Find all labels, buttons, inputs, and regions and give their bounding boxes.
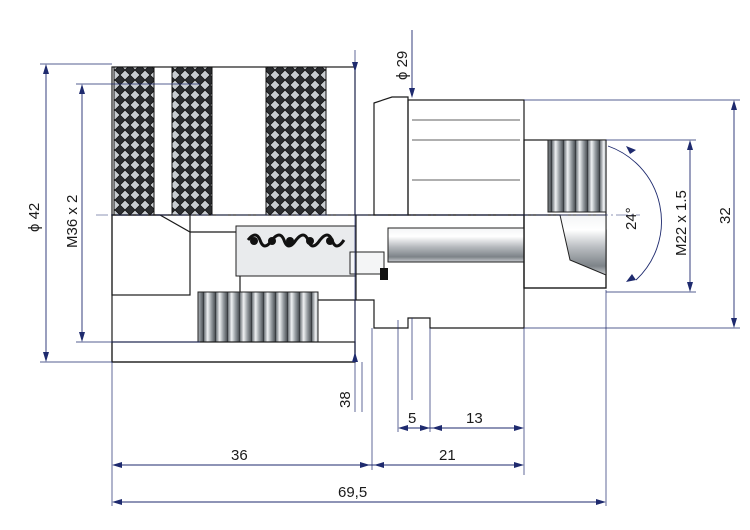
label-32: 32 — [717, 207, 734, 224]
label-phi29: ϕ 29 — [394, 51, 411, 80]
label-m36: M36 x 2 — [64, 195, 81, 248]
dim-phi42: ϕ 42 — [26, 63, 112, 363]
dim-m22: M22 x 1.5 — [606, 139, 696, 293]
knurl-band-3 — [265, 66, 327, 216]
dim-m36: M36 x 2 — [64, 83, 200, 343]
threaded-end — [523, 139, 607, 289]
label-m22: M22 x 1.5 — [673, 190, 690, 256]
internal-thread — [197, 291, 319, 343]
valve-body — [355, 96, 525, 329]
sleeve-upper — [111, 66, 356, 216]
spring-assembly — [235, 225, 388, 280]
dim-69-5: 69,5 — [112, 290, 607, 506]
knurl-band-1 — [113, 66, 155, 216]
label-phi42: ϕ 42 — [26, 203, 43, 232]
label-36: 36 — [231, 447, 248, 464]
dim-36-21: 36 21 — [111, 328, 524, 506]
label-69-5: 69,5 — [338, 484, 367, 501]
label-angle24: 24° — [623, 207, 640, 230]
sleeve-section — [111, 214, 356, 363]
dim-38: 38 — [337, 50, 363, 412]
dim-5-13: 5 13 — [397, 320, 525, 475]
knurl-band-2 — [171, 66, 213, 216]
label-5: 5 — [408, 410, 416, 427]
label-21: 21 — [439, 447, 456, 464]
dim-angle24: 24° — [607, 145, 662, 282]
label-38: 38 — [337, 391, 354, 408]
dim-phi29: ϕ 29 — [394, 30, 415, 400]
label-13: 13 — [466, 410, 483, 427]
dim-32: 32 — [524, 99, 740, 329]
